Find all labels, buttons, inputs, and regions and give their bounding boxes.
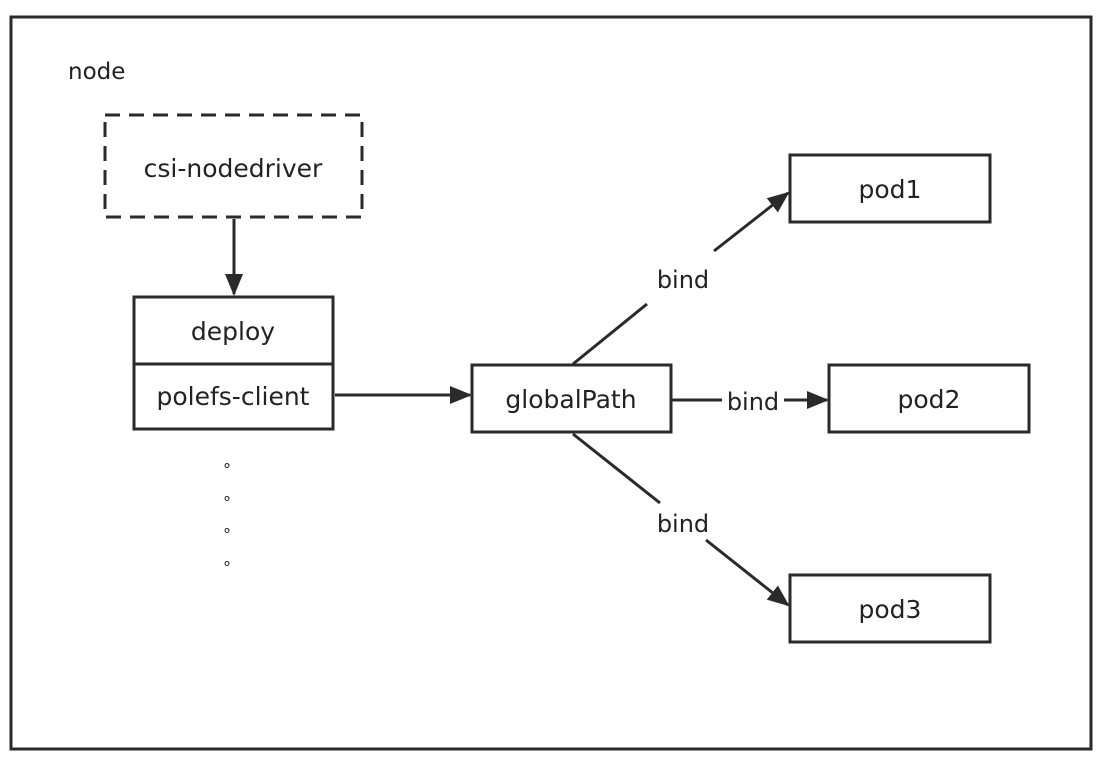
node-label: node xyxy=(68,59,125,85)
pod1-box xyxy=(788,153,992,224)
globalpath-label: globalPath xyxy=(505,385,636,414)
edge-label-pod2: bind xyxy=(727,388,779,416)
csi-nodedriver-box xyxy=(103,113,364,219)
arrow-globalpath-to-pod3-seg1 xyxy=(572,432,661,505)
polefs-client-label: polefs-client xyxy=(156,382,309,411)
pod2-label: pod2 xyxy=(898,385,961,414)
csi-nodedriver-label: csi-nodedriver xyxy=(144,154,323,183)
ellipsis-dot-2: ° xyxy=(223,493,231,512)
deploy-box xyxy=(132,295,335,366)
edge-label-pod1: bind xyxy=(657,266,709,294)
polefs-client-box xyxy=(132,362,335,431)
ellipsis-dot-4: ° xyxy=(223,558,231,577)
edge-label-pod3: bind xyxy=(657,510,709,538)
arrow-globalpath-to-pod3-seg2 xyxy=(705,538,790,607)
globalpath-box xyxy=(470,363,673,434)
deploy-label: deploy xyxy=(191,317,275,346)
pod3-box xyxy=(788,573,992,644)
pod1-label: pod1 xyxy=(859,175,922,204)
pod2-box xyxy=(827,363,1031,434)
ellipsis-dot-1: ° xyxy=(223,460,231,479)
arrow-globalpath-to-pod1-seg1 xyxy=(572,302,648,366)
arrow-globalpath-to-pod1-seg2 xyxy=(713,191,790,253)
pod3-label: pod3 xyxy=(859,595,922,624)
ellipsis-dot-3: ° xyxy=(223,525,231,544)
